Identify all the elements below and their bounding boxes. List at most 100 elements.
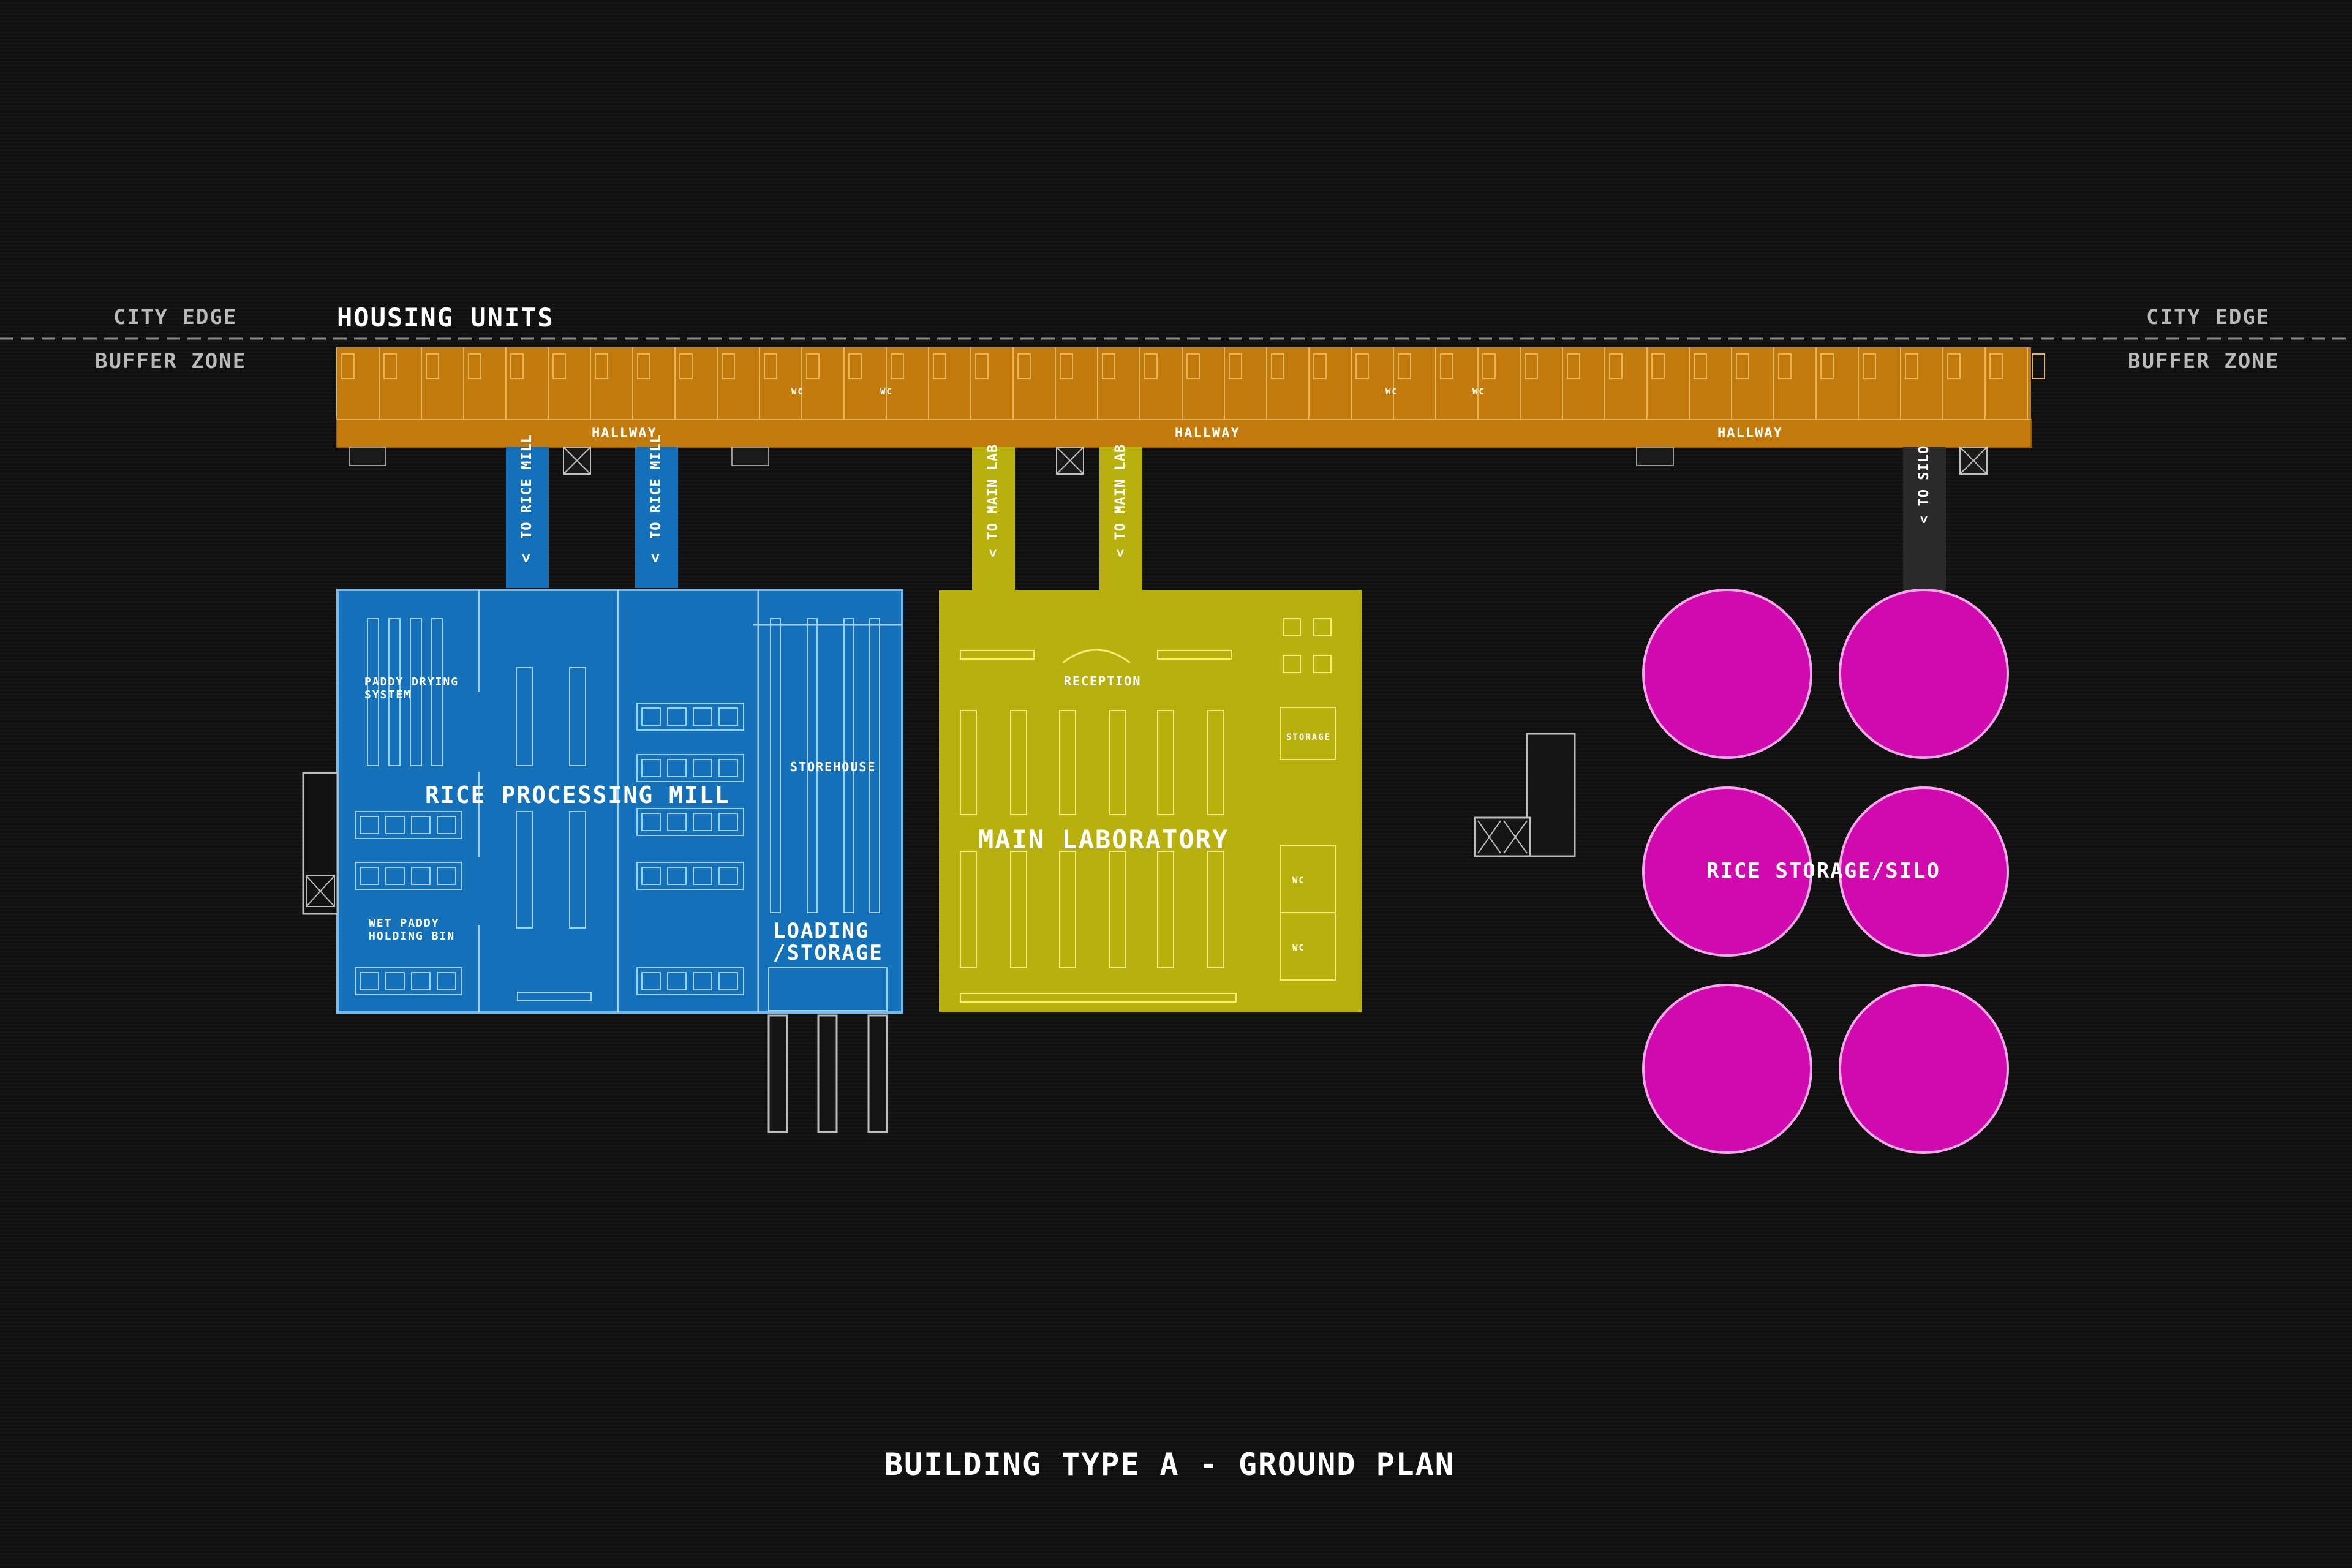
holding-bin — [641, 867, 661, 885]
housing-unit-fixture — [341, 353, 355, 379]
holding-bin-row — [355, 967, 462, 995]
exit-stair — [1474, 733, 1576, 858]
holding-bin — [667, 813, 687, 831]
paddy-drying-label-2: SYSTEM — [364, 688, 412, 701]
city-edge-left-label: CITY EDGE — [113, 305, 238, 330]
housing-unit-fixture — [1609, 353, 1623, 379]
chevron-icon-1: < — [516, 552, 535, 563]
lab-bench — [1109, 710, 1126, 815]
holding-bin — [718, 759, 738, 777]
silo-2 — [1839, 589, 2009, 759]
lab-bench — [1010, 851, 1027, 968]
holding-bin — [411, 867, 431, 885]
hallway-label-2: HALLWAY — [1175, 426, 1240, 441]
housing-unit-fixture — [1482, 353, 1496, 379]
housing-unit-fixture — [1778, 353, 1792, 379]
lab-bench — [1157, 851, 1174, 968]
hallway-stairs — [349, 447, 1674, 466]
housing-block — [336, 347, 2045, 448]
housing-unit-fixture — [1398, 353, 1411, 379]
holding-bin — [360, 867, 379, 885]
lab-bench — [960, 851, 977, 968]
holding-bin — [360, 972, 379, 990]
holding-bin — [437, 867, 456, 885]
wc-label-3: WC — [1385, 387, 1398, 397]
holding-bin — [385, 972, 405, 990]
buffer-zone-right-label: BUFFER ZONE — [2128, 349, 2280, 374]
holding-bin-row — [636, 862, 744, 890]
lab-bench — [1109, 851, 1126, 968]
holding-bin — [667, 707, 687, 726]
holding-bin-row — [636, 703, 744, 731]
lab-wc-label-2: WC — [1292, 943, 1305, 953]
housing-unit-fixture — [637, 353, 650, 379]
footer-title: BUILDING TYPE A - GROUND PLAN — [884, 1447, 1455, 1482]
connector-rice-mill-1 — [506, 447, 549, 588]
holding-bin — [385, 867, 405, 885]
main-lab-building — [939, 590, 1362, 1012]
connector-silo — [1903, 447, 1946, 591]
lab-bench — [1157, 710, 1174, 815]
housing-unit-fixture — [2032, 353, 2045, 379]
loading-label-1: LOADING — [773, 919, 870, 943]
lab-bench — [1010, 710, 1027, 815]
housing-unit-fixture — [1947, 353, 1961, 379]
holding-bin — [360, 816, 379, 834]
housing-unit-fixture — [1355, 353, 1369, 379]
holding-bin — [641, 813, 661, 831]
hallway-elevators — [563, 447, 1988, 475]
wet-paddy-label-2: HOLDING BIN — [369, 930, 456, 943]
housing-unit-fixture — [1144, 353, 1158, 379]
wc-label-1: WC — [791, 387, 804, 397]
housing-unit-fixture — [891, 353, 904, 379]
chevron-icon-2: < — [646, 552, 665, 563]
housing-unit-fixture — [806, 353, 820, 379]
to-rice-mill-label-1: TO RICE MILL — [519, 434, 535, 539]
housing-unit-fixture — [722, 353, 735, 379]
paddy-drying-label-1: PADDY DRYING — [364, 676, 459, 688]
housing-unit-fixture — [1905, 353, 1918, 379]
to-main-lab-label-1: < TO MAIN LAB — [986, 443, 1001, 557]
silo-3 — [1642, 786, 1812, 957]
wc-label-4: WC — [1472, 387, 1485, 397]
housing-unit-fixture — [426, 353, 439, 379]
housing-unit-fixture — [1440, 353, 1453, 379]
housing-unit-fixture — [1820, 353, 1834, 379]
connector-main-lab-2 — [1099, 447, 1142, 591]
holding-bin — [718, 707, 738, 726]
housing-unit-fixture — [468, 353, 481, 379]
holding-bin-row — [355, 862, 462, 890]
connectors — [506, 447, 1946, 591]
wc-label-2: WC — [880, 387, 893, 397]
lab-wc-label-1: WC — [1292, 876, 1305, 886]
to-silo-label: < TO SILO — [1917, 445, 1932, 524]
holding-bin — [641, 759, 661, 777]
holding-bin — [693, 813, 712, 831]
holding-bin — [667, 972, 687, 990]
housing-unit-fixture — [1567, 353, 1580, 379]
housing-unit-fixture — [848, 353, 862, 379]
connector-main-lab-1 — [972, 447, 1015, 591]
holding-bin — [718, 813, 738, 831]
holding-bin — [437, 972, 456, 990]
housing-units-title: HOUSING UNITS — [337, 303, 554, 333]
holding-bin — [411, 972, 431, 990]
holding-bin — [641, 707, 661, 726]
silo-title: RICE STORAGE/SILO — [1706, 859, 1940, 883]
housing-unit-fixture — [1525, 353, 1538, 379]
silo-4 — [1839, 786, 2009, 957]
holding-bin — [437, 816, 456, 834]
holding-bin — [411, 816, 431, 834]
housing-unit-fixture — [552, 353, 566, 379]
housing-unit-fixture — [1651, 353, 1665, 379]
holding-bin-row — [636, 754, 744, 782]
housing-unit-fixture — [1736, 353, 1749, 379]
housing-unit-fixture — [975, 353, 989, 379]
lab-bench — [960, 710, 977, 815]
housing-unit-fixture — [1102, 353, 1115, 379]
holding-bin — [693, 759, 712, 777]
housing-unit-fixture — [933, 353, 946, 379]
housing-unit-fixture — [510, 353, 524, 379]
wet-paddy-label-1: WET PADDY — [369, 917, 440, 930]
